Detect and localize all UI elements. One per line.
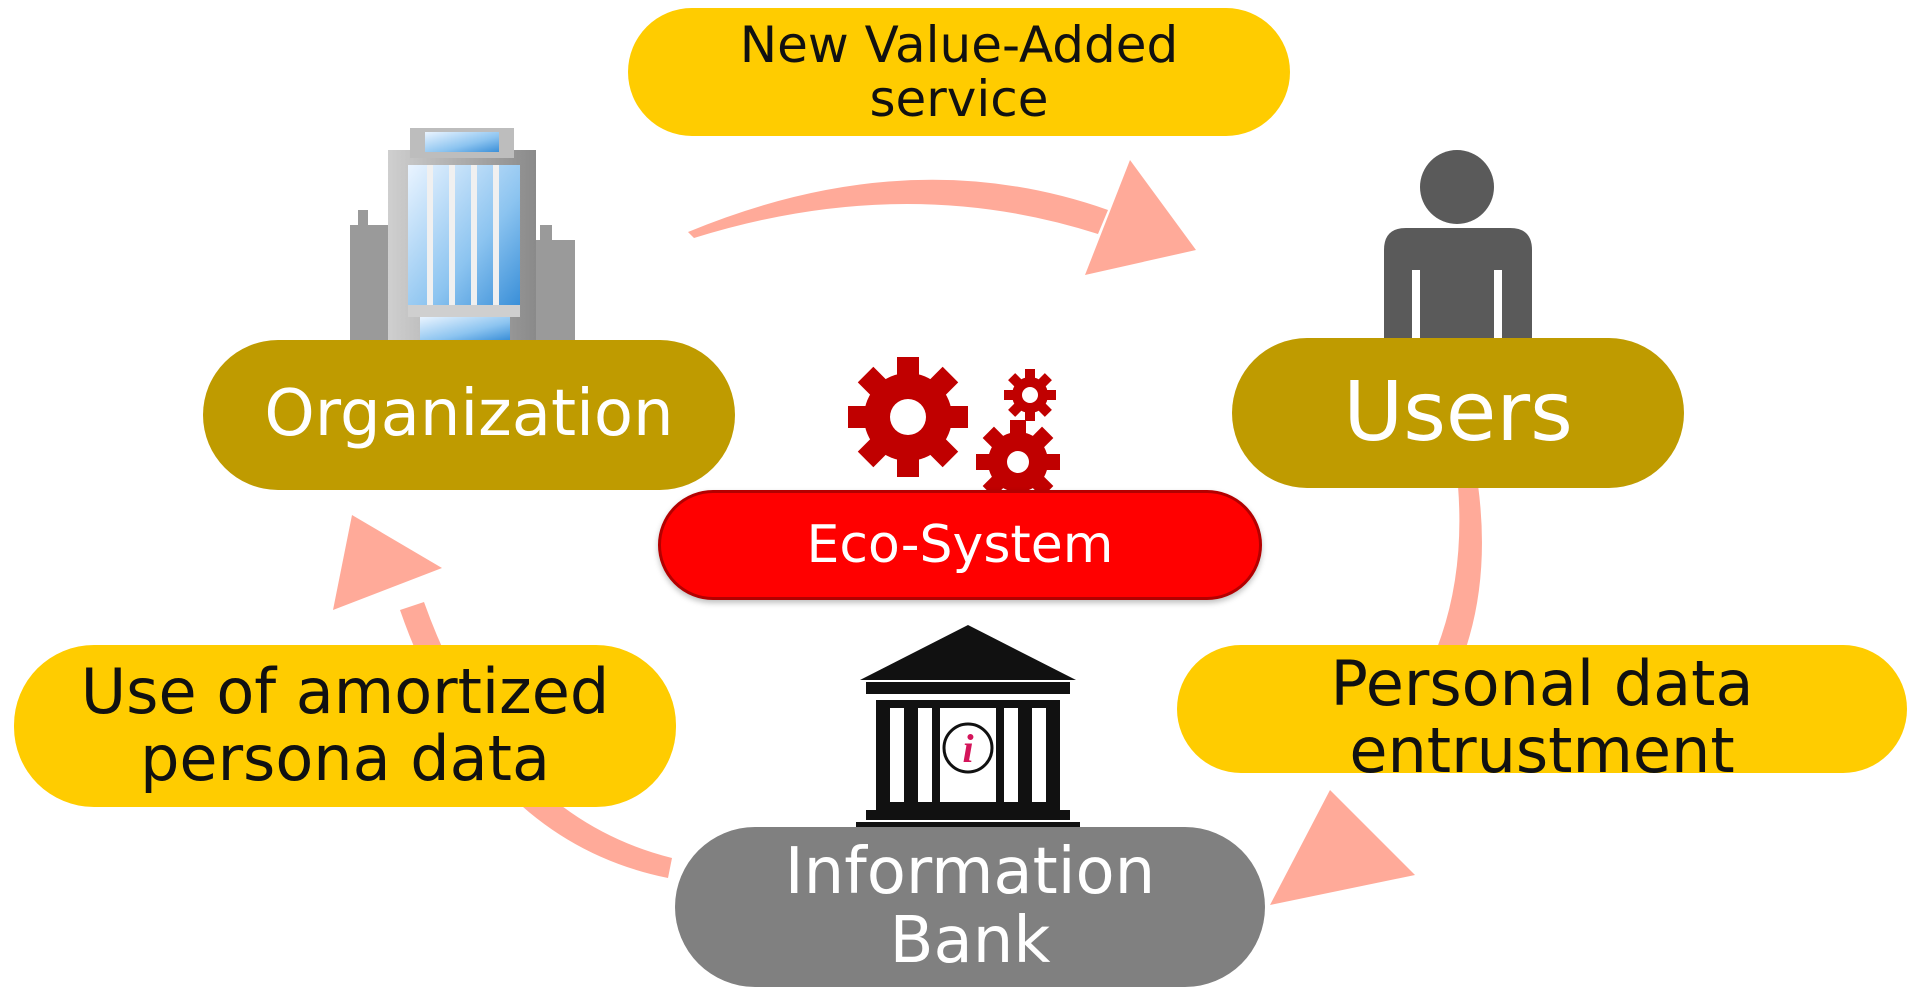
personal-data-entrustment-label: Personal data entrustment [1177,645,1907,784]
person-icon [1384,150,1532,340]
users-label: Users [1343,364,1573,460]
eco-system-label: Eco-System [806,514,1114,575]
gears-icon [848,357,1060,504]
organization-node: Organization [203,340,735,490]
information-bank-line2: Bank [889,904,1051,978]
users-node: Users [1232,338,1684,488]
svg-text:i: i [962,726,973,771]
value-added-service-label: New Value-Added service [628,8,1290,136]
information-bank-node: Information Bank [675,827,1265,987]
personal-data-line1: Personal data [1330,647,1754,720]
arrow-org-to-users-head [1085,160,1196,275]
amortized-line2: persona data [140,722,550,795]
bank-info-icon: i [856,625,1080,832]
value-added-line2: service [869,70,1049,128]
value-added-line1: New Value-Added [739,16,1179,74]
arrow-bank-to-org [400,602,672,878]
arrow-users-to-bank-head [1270,790,1415,905]
organization-label: Organization [264,377,674,452]
amortized-line1: Use of amortized [80,655,610,729]
amortized-data-label: Use of amortized persona data [14,645,676,807]
personal-data-line2: entrustment [1349,713,1735,787]
arrow-org-to-users [688,179,1108,238]
arrow-bank-to-org-head [333,515,442,610]
information-bank-line1: Information [784,834,1156,909]
eco-system-node: Eco-System [658,490,1262,600]
office-building-icon [350,128,575,340]
